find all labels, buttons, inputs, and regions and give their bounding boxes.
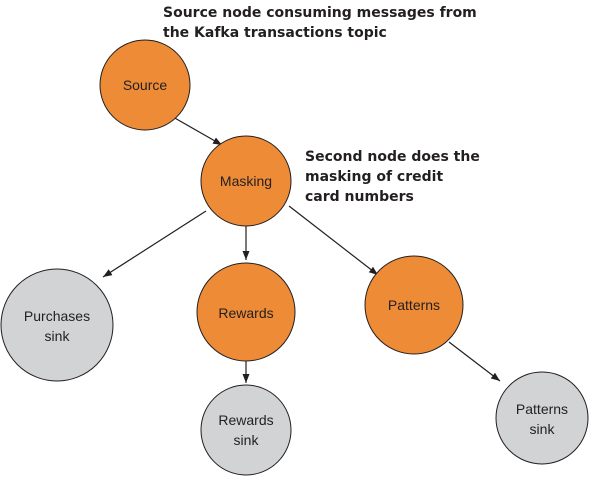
masking-annotation-line3: card numbers [305,189,414,205]
edge-masking-to-purchases-sink [102,210,207,278]
rewards-sink-label-line2: sink [234,432,260,448]
purchases-sink-label-line1: Purchases [24,308,90,324]
masking-node: Masking [200,135,292,227]
rewards-node-circle [196,262,296,362]
masking-annotation: Second node does the masking of credit c… [305,149,480,205]
rewards-sink-label-line1: Rewards [218,412,273,428]
source-annotation-line1: Source node consuming messages from [163,5,477,21]
source-node: Source [99,39,191,131]
source-node-label: Source [123,77,168,93]
patterns-sink-node: Patterns sink [495,371,589,465]
edge-masking-to-patterns [288,205,379,276]
masking-annotation-line1: Second node does the [305,149,480,165]
purchases-sink-circle [0,268,114,382]
patterns-sink-label-line2: sink [530,421,556,437]
source-node-circle [99,39,191,131]
masking-annotation-line2: masking of credit [305,169,443,185]
rewards-node-label: Rewards [218,305,273,321]
patterns-sink-label-line1: Patterns [516,401,568,417]
rewards-node: Rewards [196,262,296,362]
source-annotation-line2: the Kafka transactions topic [163,25,387,41]
rewards-sink-circle [200,384,292,476]
masking-node-label: Masking [220,173,272,189]
purchases-sink-label-line2: sink [45,328,71,344]
masking-node-circle [200,135,292,227]
purchases-sink-node: Purchases sink [0,268,114,382]
edge-layer [102,116,501,383]
rewards-sink-node: Rewards sink [200,384,292,476]
source-annotation: Source node consuming messages from the … [163,5,477,41]
patterns-sink-circle [495,371,589,465]
patterns-node-circle [364,255,464,355]
edge-patterns-to-patterns-sink [448,341,501,382]
edge-source-to-masking [172,116,223,146]
patterns-node: Patterns [364,255,464,355]
patterns-node-label: Patterns [388,297,440,313]
